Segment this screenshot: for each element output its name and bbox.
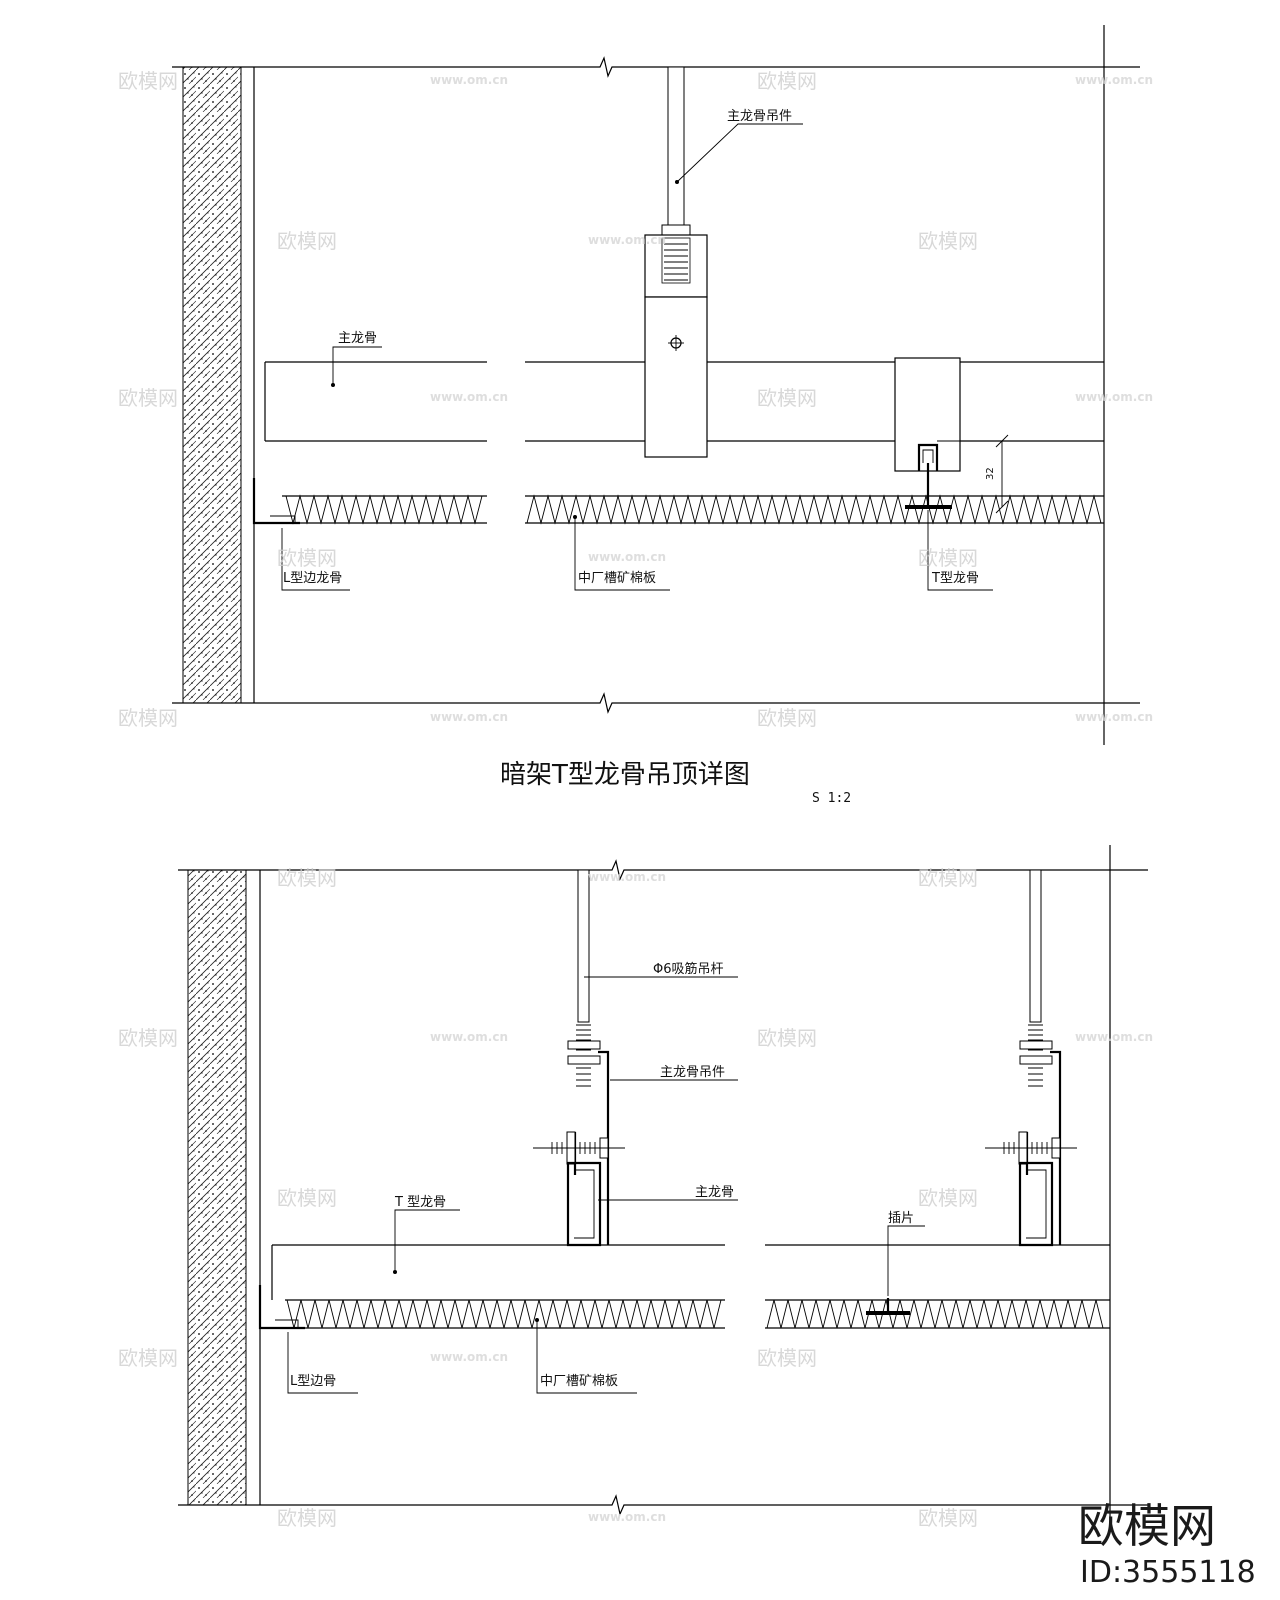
drawing-scale: S 1:2: [812, 791, 851, 806]
wm-logo: 欧模网: [918, 1186, 978, 1210]
leader-board-2: [536, 1320, 637, 1394]
wm-logo: 欧模网: [277, 1506, 337, 1530]
wm-site: www.om.cn: [588, 1510, 666, 1524]
t-keel-inner-1: [922, 449, 934, 463]
leader-l-edge-2: [287, 1332, 358, 1394]
wm-site: www.om.cn: [1075, 710, 1153, 724]
leader-dot-board-2: [535, 1318, 539, 1322]
leader-dot-hanger-1: [675, 180, 679, 184]
t-keel-clip-hook-1: [917, 443, 939, 471]
brand-logo-text: 欧模网: [1078, 1499, 1216, 1553]
wm-logo: 欧模网: [277, 866, 337, 890]
wm-site: www.om.cn: [588, 550, 666, 564]
leader-main-keel-1: [332, 346, 382, 385]
l-edge-keel-detail-2: [275, 1319, 299, 1328]
rod-nut-1: [661, 224, 691, 236]
concrete-wall-1: [182, 66, 242, 704]
wm-logo: 欧模网: [757, 1026, 817, 1050]
leader-board-1: [574, 517, 670, 591]
hanger-assembly-left: [533, 869, 625, 1247]
mineral-board-left-1: [282, 494, 487, 525]
label-rod-2: Φ6吸筋吊杆: [653, 961, 724, 977]
wm-site: www.om.cn: [430, 390, 508, 404]
label-t-keel-1: T型龙骨: [931, 571, 979, 586]
t-keel-clip-1: [894, 357, 961, 472]
l-edge-keel-2: [258, 1285, 305, 1330]
mineral-board-right-1: [525, 494, 1104, 525]
label-hanger-1: 主龙骨吊件: [727, 109, 792, 124]
slab-top-line-1: [172, 56, 1140, 78]
l-edge-keel-detail-1: [270, 515, 296, 523]
label-mineral-board-2: 中厂槽矿棉板: [540, 1374, 618, 1389]
leader-dot-board-1: [573, 515, 577, 519]
label-l-edge-keel-1: L型边龙骨: [283, 571, 342, 586]
wm-site: www.om.cn: [1075, 1030, 1153, 1044]
drawing-title: 暗架T型龙骨吊顶详图: [500, 760, 750, 790]
leader-dot-t-keel-2: [393, 1270, 397, 1274]
wm-logo: 欧模网: [118, 706, 178, 730]
wm-logo: 欧模网: [918, 1506, 978, 1530]
wm-logo: 欧模网: [757, 69, 817, 93]
wm-site: www.om.cn: [1075, 73, 1153, 87]
wm-logo: 欧模网: [277, 546, 337, 570]
l-edge-keel-1: [252, 478, 300, 525]
wm-logo: 欧模网: [118, 1346, 178, 1370]
dim-text-32: 32: [985, 467, 996, 480]
wm-logo: 欧模网: [918, 546, 978, 570]
wm-logo: 欧模网: [277, 1186, 337, 1210]
wm-logo: 欧模网: [118, 69, 178, 93]
wm-site: www.om.cn: [588, 870, 666, 884]
wm-site: www.om.cn: [1075, 390, 1153, 404]
wm-logo: 欧模网: [118, 386, 178, 410]
wm-logo: 欧模网: [918, 229, 978, 253]
leader-l-edge-1: [281, 528, 350, 591]
dim-tick-bottom: [995, 500, 1009, 514]
slab-bottom-line-1: [172, 692, 1140, 714]
hanger-rod-1: [667, 66, 685, 226]
hanger-assembly-right: [985, 869, 1077, 1247]
leader-hanger-1: [676, 123, 803, 183]
wm-site: www.om.cn: [430, 73, 508, 87]
concrete-wall-2: [187, 869, 247, 1506]
mineral-board-right-2: [765, 1299, 1110, 1329]
wm-site: www.om.cn: [430, 710, 508, 724]
thread-1: [661, 237, 691, 284]
diagram-2: Φ6吸筋吊杆 主龙骨吊件 主龙骨 T 型龙骨 插片 L型边骨 中厂槽矿棉板: [178, 845, 1148, 1530]
t-keel-line-2: [271, 1244, 1110, 1300]
slab-top-line-2: [178, 859, 1148, 881]
diagram-1: 32 主龙骨吊件 主龙骨 L型边龙骨 中厂槽矿棉板 T型龙骨: [172, 25, 1140, 806]
wm-logo: 欧模网: [277, 229, 337, 253]
leader-t-keel-2: [394, 1209, 460, 1272]
thread-lines-1: [664, 243, 688, 281]
label-main-keel-2: 主龙骨: [695, 1185, 734, 1200]
wm-logo: 欧模网: [757, 706, 817, 730]
watermark-layer: 欧模网 www.om.cn 欧模网 www.om.cn 欧模网 www.om.c…: [118, 69, 1153, 1530]
slab-bottom-line-2: [178, 1494, 1148, 1516]
dim-tick-top: [995, 434, 1009, 448]
label-t-keel-2: T 型龙骨: [394, 1195, 446, 1210]
mineral-board-left-2: [285, 1299, 725, 1329]
wm-logo: 欧模网: [757, 1346, 817, 1370]
wm-site: www.om.cn: [430, 1030, 508, 1044]
hanger-clip-lower-1: [644, 296, 708, 458]
label-mineral-board-1: 中厂槽矿棉板: [578, 571, 656, 586]
hanger-clip-upper-1: [644, 234, 708, 298]
label-l-edge-keel-2: L型边骨: [290, 1374, 336, 1389]
label-hanger-2: 主龙骨吊件: [660, 1065, 725, 1080]
label-plug-2: 插片: [888, 1211, 914, 1226]
leader-dot-main-keel-1: [331, 383, 335, 387]
wm-logo: 欧模网: [118, 1026, 178, 1050]
brand-id-text: ID:3555118: [1080, 1555, 1256, 1590]
leader-t-keel-1: [927, 510, 993, 591]
label-main-keel-1: 主龙骨: [338, 331, 377, 346]
wm-site: www.om.cn: [588, 233, 666, 247]
main-keel-right-1: [525, 361, 1104, 442]
wm-logo: 欧模网: [918, 866, 978, 890]
wm-site: www.om.cn: [430, 1350, 508, 1364]
leader-plug-2: [887, 1225, 925, 1296]
main-keel-left-1: [264, 361, 487, 442]
wm-logo: 欧模网: [757, 386, 817, 410]
